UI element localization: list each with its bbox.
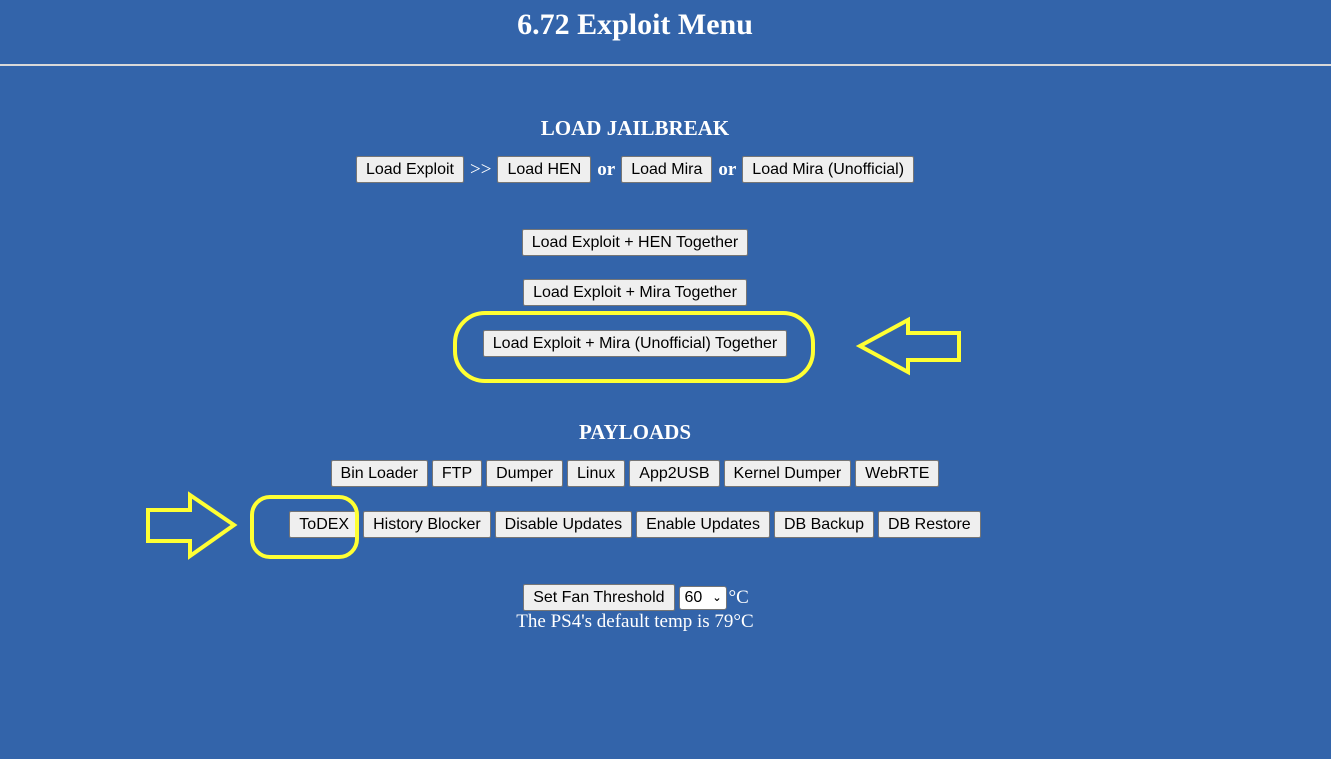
payloads-row-1: Bin Loader FTP Dumper Linux App2USB Kern…: [0, 460, 1270, 487]
load-mira-button[interactable]: Load Mira: [621, 156, 713, 183]
exploit-mira-row: Load Exploit + Mira Together: [0, 279, 1270, 306]
or-separator: or: [718, 158, 737, 180]
arrow-separator: >>: [470, 158, 492, 180]
exploit-mira-together-button[interactable]: Load Exploit + Mira Together: [523, 279, 747, 306]
ftp-button[interactable]: FTP: [431, 460, 483, 487]
chevron-down-icon: ⌄: [712, 592, 722, 604]
db-backup-button[interactable]: DB Backup: [773, 511, 874, 538]
history-blocker-button[interactable]: History Blocker: [363, 511, 491, 538]
payloads-row-2: ToDEX History Blocker Disable Updates En…: [0, 511, 1270, 538]
app2usb-button[interactable]: App2USB: [629, 460, 720, 487]
enable-updates-button[interactable]: Enable Updates: [636, 511, 770, 538]
todex-button[interactable]: ToDEX: [289, 511, 360, 538]
jailbreak-primary-row: Load Exploit >> Load HEN or Load Mira or…: [0, 156, 1270, 183]
linux-button[interactable]: Linux: [567, 460, 626, 487]
bin-loader-button[interactable]: Bin Loader: [330, 460, 428, 487]
disable-updates-button[interactable]: Disable Updates: [494, 511, 633, 538]
load-exploit-button[interactable]: Load Exploit: [355, 156, 464, 183]
fan-threshold-select[interactable]: 60 ⌄: [678, 585, 727, 610]
webrte-button[interactable]: WebRTE: [855, 460, 940, 487]
exploit-hen-together-button[interactable]: Load Exploit + HEN Together: [521, 229, 749, 256]
default-temp-note: The PS4's default temp is 79°C: [516, 611, 754, 632]
header-divider: [0, 64, 1331, 66]
or-separator: or: [597, 158, 616, 180]
fan-threshold-value: 60: [684, 588, 703, 606]
exploit-hen-row: Load Exploit + HEN Together: [0, 229, 1270, 256]
set-fan-threshold-button[interactable]: Set Fan Threshold: [523, 584, 675, 611]
temperature-unit: °C: [728, 586, 749, 608]
load-mira-unofficial-button[interactable]: Load Mira (Unofficial): [742, 156, 915, 183]
payloads-heading: PAYLOADS: [578, 420, 692, 444]
db-restore-button[interactable]: DB Restore: [877, 511, 981, 538]
exploit-mira-unofficial-together-button[interactable]: Load Exploit + Mira (Unofficial) Togethe…: [482, 330, 788, 357]
page-title: 6.72 Exploit Menu: [517, 8, 753, 41]
jailbreak-heading: LOAD JAILBREAK: [540, 116, 730, 140]
fan-row: Set Fan Threshold 60 ⌄ °C: [0, 584, 1270, 611]
exploit-mira-unofficial-row: Load Exploit + Mira (Unofficial) Togethe…: [0, 330, 1270, 357]
kernel-dumper-button[interactable]: Kernel Dumper: [723, 460, 852, 487]
load-hen-button[interactable]: Load HEN: [497, 156, 592, 183]
dumper-button[interactable]: Dumper: [486, 460, 564, 487]
